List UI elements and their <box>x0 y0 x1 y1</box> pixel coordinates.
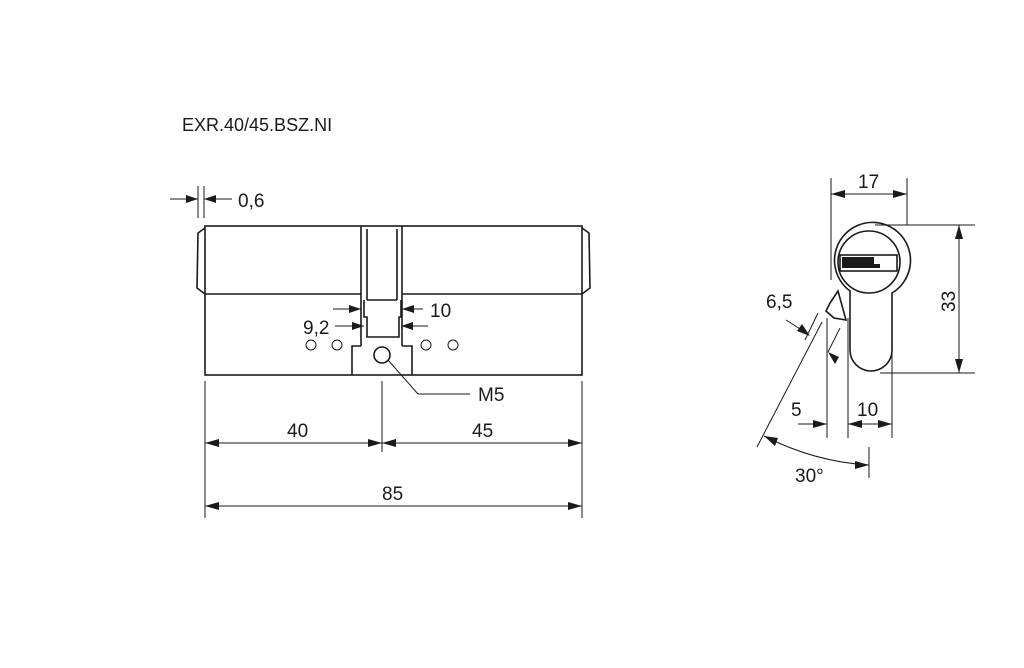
keyway <box>839 254 898 272</box>
key-profile-icon <box>842 257 880 268</box>
pin-hole <box>305 339 317 351</box>
cam-slot <box>360 226 403 346</box>
dim-left-label: 40 <box>287 421 308 442</box>
cam-side <box>825 289 848 321</box>
dim-cam-label: 6,5 <box>766 292 792 313</box>
pin-hole <box>331 339 343 351</box>
pin-hole <box>420 339 432 351</box>
cylinder-side-view: 17 33 6,5 5 10 30° <box>756 172 975 487</box>
screw-boss <box>351 345 413 375</box>
dim-cam-outer-label: 10 <box>430 301 451 322</box>
m5-leader <box>387 359 419 395</box>
cylinder-front-view: M5 0,6 10 9,2 40 45 85 <box>170 186 591 518</box>
dim-body-label: 10 <box>857 400 878 421</box>
plug-end-left <box>196 227 206 295</box>
plug-circle <box>837 230 901 294</box>
cylinder-body <box>204 225 583 376</box>
dim-right-label: 45 <box>472 421 493 442</box>
dim-height-label: 33 <box>939 291 960 312</box>
dim-width-label: 17 <box>858 172 879 193</box>
cam <box>363 300 402 338</box>
dim-offset-label: 0,6 <box>238 191 264 212</box>
pin-hole <box>447 339 459 351</box>
dim-offset-side-label: 5 <box>791 400 802 421</box>
plug-end-right <box>581 227 591 295</box>
drawing-title: EXR.40/45.BSZ.NI <box>182 115 332 135</box>
dim-total-label: 85 <box>382 484 403 505</box>
screw-label: M5 <box>478 385 504 406</box>
fixing-screw-hole <box>373 346 391 364</box>
dim-angle-label: 30° <box>795 466 824 487</box>
dim-cam-inner-label: 9,2 <box>303 318 329 339</box>
profile-outline <box>833 221 912 372</box>
